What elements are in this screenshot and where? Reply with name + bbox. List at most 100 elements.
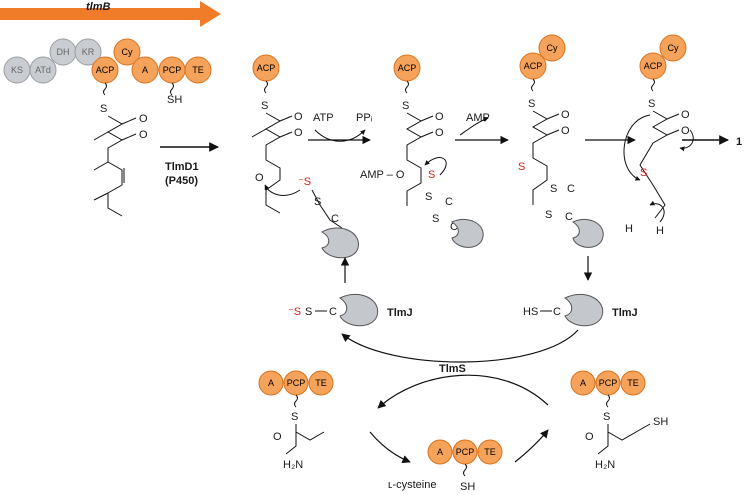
domain-pcp-left: PCP [283, 370, 309, 396]
svg-text:O: O [294, 111, 303, 123]
svg-text:S: S [518, 161, 525, 173]
acp-1: ACP [252, 54, 280, 82]
svg-text:O: O [139, 129, 148, 141]
acp-3: ACP [519, 52, 547, 80]
svg-text:S: S [550, 183, 557, 195]
svg-text:S: S [291, 411, 298, 423]
svg-text:S: S [425, 191, 432, 203]
svg-text:TE: TE [315, 378, 327, 388]
svg-text:O: O [681, 109, 690, 121]
svg-text:O: O [561, 125, 570, 137]
svg-text:O: O [585, 431, 594, 443]
svg-text:TE: TE [484, 447, 496, 457]
svg-text:O: O [561, 109, 570, 121]
acp-4: ACP [639, 52, 667, 80]
svg-text:Cy: Cy [547, 43, 558, 53]
svg-text:H: H [656, 225, 664, 237]
svg-text:ACP: ACP [398, 63, 417, 73]
svg-text:HS: HS [523, 306, 538, 318]
svg-text:H₂N: H₂N [283, 459, 303, 471]
pcp-thiol-label: SH [167, 94, 182, 106]
svg-text:A: A [580, 378, 586, 388]
gene-arrow [0, 1, 221, 27]
svg-text:C: C [450, 221, 458, 233]
svg-text:C: C [331, 213, 339, 225]
svg-text:ACP: ACP [644, 61, 663, 71]
svg-text:S: S [640, 167, 647, 179]
domain-a: A [131, 56, 159, 84]
tlmj-enzyme-left [339, 293, 379, 327]
svg-text:C: C [567, 183, 575, 195]
svg-text:Cy: Cy [122, 47, 133, 57]
domain-te-bottom: TE [477, 439, 503, 465]
svg-text:S: S [261, 100, 268, 112]
svg-text:ACP: ACP [96, 65, 115, 75]
svg-text:A: A [142, 65, 148, 75]
tlmj-enzyme-2 [450, 218, 484, 248]
svg-text:C: C [445, 196, 453, 208]
svg-text:O: O [294, 127, 303, 139]
polyketide-chain-0 [93, 115, 137, 217]
svg-text:C: C [553, 306, 561, 318]
svg-text:O: O [435, 127, 444, 139]
svg-text:SH: SH [653, 416, 668, 428]
domain-dh: DH [49, 38, 77, 66]
svg-text:O: O [139, 113, 148, 125]
tlms-label: TlmS [439, 363, 466, 375]
svg-text:SH: SH [460, 481, 475, 493]
tlmj-enzyme-right [564, 293, 604, 327]
svg-text:S: S [305, 306, 312, 318]
domain-pcp: PCP [158, 56, 186, 84]
amp-o-label: AMP – O [360, 169, 405, 181]
domain-te: TE [184, 56, 212, 84]
acp-2: ACP [393, 54, 421, 82]
svg-text:⁻S: ⁻S [288, 306, 301, 318]
domain-te-left: TE [308, 370, 334, 396]
svg-text:A: A [268, 378, 274, 388]
svg-text:O: O [273, 431, 282, 443]
svg-text:KR: KR [82, 47, 95, 57]
svg-text:PCP: PCP [287, 378, 306, 388]
domain-te-right: TE [620, 370, 646, 396]
svg-text:ATd: ATd [35, 65, 51, 75]
svg-text:O: O [255, 172, 264, 184]
domain-pcp-bottom: PCP [452, 439, 478, 465]
tlms-arc-bottom [377, 374, 549, 409]
domain-cy: Cy [113, 38, 141, 66]
tlmj-label-left: TlmJ [387, 307, 413, 319]
domain-a-right: A [570, 370, 596, 396]
p450-label: (P450) [165, 175, 198, 187]
svg-text:TE: TE [627, 378, 639, 388]
svg-text:DH: DH [57, 47, 70, 57]
svg-text:S: S [528, 98, 535, 110]
cysteine-label: ʟ-cysteine [388, 479, 436, 491]
ppi-label: PPᵢ [356, 112, 373, 124]
gene-label: tlmB [86, 1, 111, 13]
domain-a-bottom: A [427, 439, 453, 465]
amp-label: AMP [466, 112, 490, 124]
cy-3: Cy [538, 34, 566, 62]
svg-text:ACP: ACP [257, 63, 276, 73]
svg-text:S: S [428, 169, 435, 181]
acp-thioester-s: S [100, 103, 107, 115]
svg-text:S: S [432, 213, 439, 225]
domain-kr: KR [74, 38, 102, 66]
svg-text:A: A [437, 447, 443, 457]
domain-ks: KS [3, 56, 31, 84]
svg-text:S: S [648, 98, 655, 110]
tlmj-enzyme-3 [571, 218, 604, 248]
tlmj-enzyme-1 [321, 227, 359, 259]
product-number: 1 [736, 136, 742, 148]
svg-text:ACP: ACP [524, 61, 543, 71]
tlmj-label-right: TlmJ [612, 307, 638, 319]
svg-text:KS: KS [11, 65, 23, 75]
atp-label: ATP [313, 112, 334, 124]
svg-text:O: O [435, 111, 444, 123]
svg-text:C: C [565, 211, 573, 223]
svg-text:Cy: Cy [668, 43, 679, 53]
svg-text:PCP: PCP [599, 378, 618, 388]
svg-text:S: S [545, 209, 552, 221]
cy-4: Cy [659, 34, 687, 62]
